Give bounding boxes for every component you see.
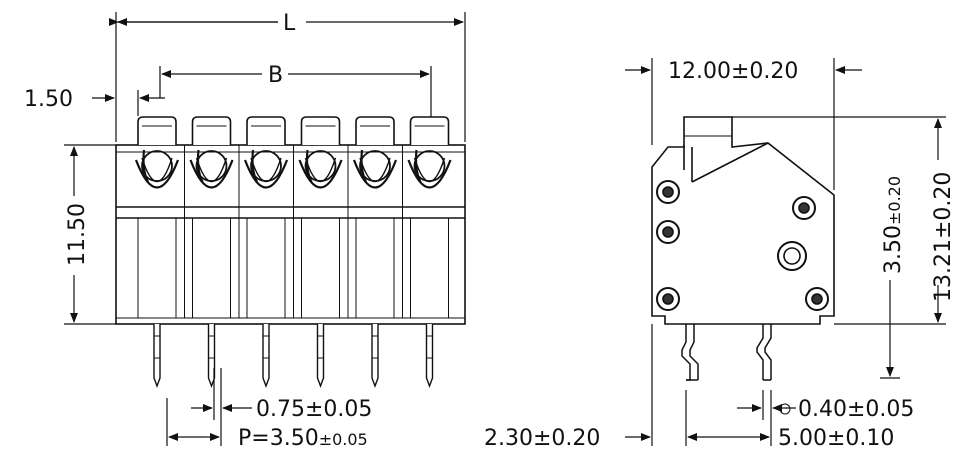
pole-pin (207, 324, 216, 388)
pole-hole (195, 150, 228, 182)
label-pin-width: 0.75±0.05 (256, 397, 372, 422)
front-pin-dims (166, 368, 252, 446)
label-height-pin-tol: ±0.20 (885, 176, 904, 225)
pole-hole (141, 150, 173, 182)
pole-pin (153, 324, 161, 388)
pole-opening-outer (407, 159, 452, 189)
front-view (64, 12, 466, 388)
pole-pin (316, 324, 325, 388)
mounting-holes (656, 180, 829, 311)
pole-button (137, 116, 177, 145)
dim-1-50 (92, 90, 165, 116)
dim-L (109, 12, 466, 142)
pole-hole-shadow (305, 149, 313, 183)
side-view (625, 58, 946, 446)
pole-hole (304, 150, 337, 182)
pole-hole (413, 150, 446, 182)
pole-hole (359, 150, 391, 182)
pole-4 (293, 116, 343, 388)
pole-button (300, 116, 341, 145)
label-pitch-tol: ±0.05 (319, 430, 368, 449)
pole-opening-outer (134, 159, 180, 189)
dim-11-50 (64, 144, 116, 325)
label-pin-thickness: 0.40±0.05 (798, 397, 914, 422)
pole-hole (250, 150, 282, 182)
pole-hole-shadow (414, 149, 422, 183)
label-height-pin: 3.50±0.20 (881, 176, 906, 274)
pole-hole-shadow (360, 149, 367, 183)
poles-group (134, 116, 452, 388)
dim-B (159, 66, 432, 117)
label-height-pin-main: 3.50 (881, 225, 906, 274)
dim-height-pin (880, 280, 900, 379)
side-pin-dims (625, 324, 796, 446)
pole-hole-shadow (196, 149, 204, 183)
pole-3 (238, 116, 289, 388)
label-11-50: 11.50 (65, 203, 90, 266)
label-B: B (268, 63, 283, 88)
pole-hole-shadow (142, 149, 149, 183)
pole-button (355, 116, 395, 145)
pole-1 (134, 116, 180, 388)
label-pitch: P=3.50±0.05 (238, 426, 368, 451)
pole-button (191, 116, 232, 145)
pole-hole-shadow (251, 149, 258, 183)
label-pin-spacing: 5.00±0.10 (778, 426, 894, 451)
pole-button (409, 116, 450, 145)
pole-button (246, 116, 286, 145)
small-circle-mark (779, 403, 791, 415)
pole-opening-outer (298, 159, 343, 189)
label-L: L (283, 11, 296, 36)
dim-width (625, 58, 862, 190)
side-pins (681, 324, 772, 381)
pole-5 (347, 116, 398, 388)
pole-opening-outer (352, 159, 398, 189)
label-pin-offset: 2.30±0.20 (484, 426, 600, 451)
pole-pin (371, 324, 379, 388)
side-outline (651, 116, 835, 325)
pole-pin (425, 324, 434, 388)
pole-pin (262, 324, 270, 388)
pole-opening-outer (189, 159, 234, 189)
pole-2 (184, 116, 234, 388)
label-height-total: 13.21±0.20 (931, 172, 956, 302)
pole-6 (402, 116, 452, 388)
terminal-block-body (115, 144, 466, 325)
label-1-50: 1.50 (24, 87, 73, 112)
label-pitch-main: P=3.50 (238, 426, 319, 451)
label-side-width: 12.00±0.20 (668, 59, 798, 84)
pole-opening-outer (243, 159, 289, 189)
